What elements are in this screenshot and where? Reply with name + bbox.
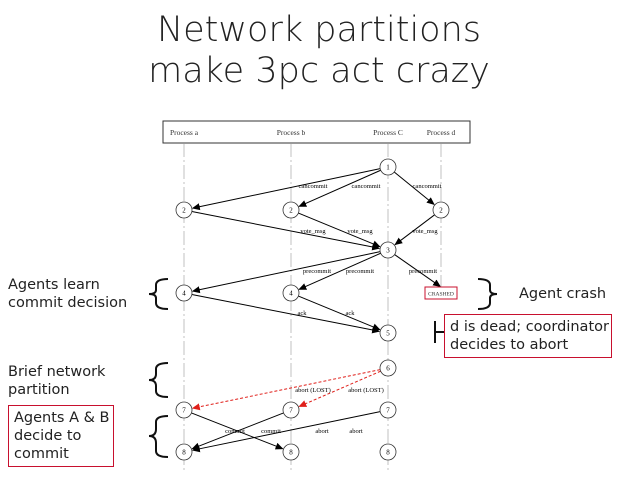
node-a4 bbox=[175, 284, 193, 302]
node-c5 bbox=[379, 324, 397, 342]
node-label-c5: 5 bbox=[386, 330, 390, 338]
msg-label-vote-b: vote_msg bbox=[347, 228, 373, 235]
crashed-label: CRASHED bbox=[428, 292, 454, 298]
message-arrows bbox=[191, 168, 442, 453]
node-label-a2: 2 bbox=[182, 207, 186, 215]
msg-label-commit-a: commit bbox=[225, 428, 245, 435]
node-a2 bbox=[175, 201, 193, 219]
bracket-d-dead bbox=[434, 321, 445, 343]
bracket-agents-learn bbox=[148, 278, 169, 310]
node-label-a7: 7 bbox=[182, 407, 186, 415]
message-labels: cancommit cancommit cancommit vote_msg v… bbox=[225, 183, 442, 435]
callout-brackets bbox=[148, 278, 498, 458]
message-b4-c5 bbox=[298, 295, 381, 331]
process-header-box bbox=[162, 120, 471, 144]
process-label-c: Process C bbox=[373, 128, 403, 137]
node-b2 bbox=[282, 201, 300, 219]
slide-title: Network partitions make 3pc act crazy bbox=[0, 10, 638, 92]
message-d2-c3 bbox=[394, 214, 435, 246]
msg-label-commit-b: commit bbox=[261, 428, 281, 435]
msg-label-precommit-d: precommit bbox=[409, 268, 437, 275]
msg-label-ack-b: ack bbox=[345, 310, 355, 317]
node-label-c8: 8 bbox=[386, 449, 390, 457]
msg-label-precommit-b: precommit bbox=[346, 268, 374, 275]
node-label-c3: 3 bbox=[386, 247, 390, 255]
message-b7-a8 bbox=[191, 412, 284, 450]
msg-label-abort-lost-b: abort (LOST) bbox=[348, 387, 384, 394]
node-label-b8: 8 bbox=[289, 449, 293, 457]
callout-brief-partition: Brief network partition bbox=[8, 364, 106, 398]
callout-agents-learn: Agents learn commit decision bbox=[8, 277, 128, 311]
msg-label-abort-a: abort bbox=[315, 428, 329, 435]
node-a8 bbox=[175, 443, 193, 461]
slide-title-line-2: make 3pc act crazy bbox=[148, 51, 490, 91]
msg-label-precommit-a: precommit bbox=[303, 268, 331, 275]
message-b2-c3 bbox=[298, 212, 381, 248]
bracket-brief-partition bbox=[148, 362, 169, 398]
node-label-a8: 8 bbox=[182, 449, 186, 457]
node-label-a4: 4 bbox=[182, 290, 186, 298]
process-label-d: Process d bbox=[427, 128, 456, 137]
message-a4-c5 bbox=[191, 294, 381, 334]
node-label-b2: 2 bbox=[289, 207, 293, 215]
node-label-c6: 6 bbox=[386, 365, 390, 373]
node-c1 bbox=[379, 158, 397, 176]
msg-label-vote-a: vote_msg bbox=[300, 228, 326, 235]
message-c7-a8 bbox=[191, 411, 381, 453]
node-c3 bbox=[379, 241, 397, 259]
node-c8 bbox=[379, 443, 397, 461]
node-b7 bbox=[282, 401, 300, 419]
node-b8 bbox=[282, 443, 300, 461]
node-label-c7: 7 bbox=[386, 407, 390, 415]
process-label-a: Process a bbox=[170, 128, 199, 137]
msg-label-abort-lost-a: abort (LOST) bbox=[295, 387, 331, 394]
bracket-agent-crash bbox=[477, 278, 498, 310]
message-a2-c3 bbox=[191, 211, 381, 251]
msg-label-ack-a: ack bbox=[297, 310, 307, 317]
bracket-agents-ab bbox=[148, 415, 169, 458]
node-c7 bbox=[379, 401, 397, 419]
node-label-c1: 1 bbox=[386, 164, 390, 172]
lifelines bbox=[183, 143, 442, 472]
node-d2 bbox=[432, 201, 450, 219]
message-c1-b2 bbox=[298, 169, 381, 207]
node-a7 bbox=[175, 401, 193, 419]
message-c3-a4 bbox=[191, 251, 381, 294]
process-label-b: Process b bbox=[277, 128, 306, 137]
callout-d-dead: d is dead; coordinator decides to abort bbox=[444, 314, 612, 358]
msg-label-cancommit-a: cancommit bbox=[299, 183, 328, 190]
msg-label-cancommit-d: cancommit bbox=[413, 183, 442, 190]
message-c3-d-crashed bbox=[394, 254, 442, 288]
message-c1-a2 bbox=[191, 168, 381, 211]
message-c6-a7 bbox=[191, 369, 381, 411]
message-c3-b4 bbox=[298, 252, 381, 290]
msg-label-cancommit-b: cancommit bbox=[352, 183, 381, 190]
msg-label-abort-b: abort bbox=[349, 428, 363, 435]
crashed-box bbox=[424, 286, 458, 300]
slide-title-line-1: Network partitions bbox=[156, 10, 482, 50]
node-label-b4: 4 bbox=[289, 290, 293, 298]
msg-label-vote-d: vote_msg bbox=[412, 228, 438, 235]
node-label-b7: 7 bbox=[289, 407, 293, 415]
state-nodes: 1 2 2 2 3 4 4 5 6 7 7 7 8 8 8 bbox=[175, 158, 450, 461]
message-c1-d2 bbox=[393, 171, 435, 205]
node-b4 bbox=[282, 284, 300, 302]
node-label-d2: 2 bbox=[439, 207, 443, 215]
callout-agents-ab: Agents A & B decide to commit bbox=[8, 405, 114, 467]
node-c6 bbox=[379, 359, 397, 377]
callout-agent-crash: Agent crash bbox=[519, 286, 607, 302]
